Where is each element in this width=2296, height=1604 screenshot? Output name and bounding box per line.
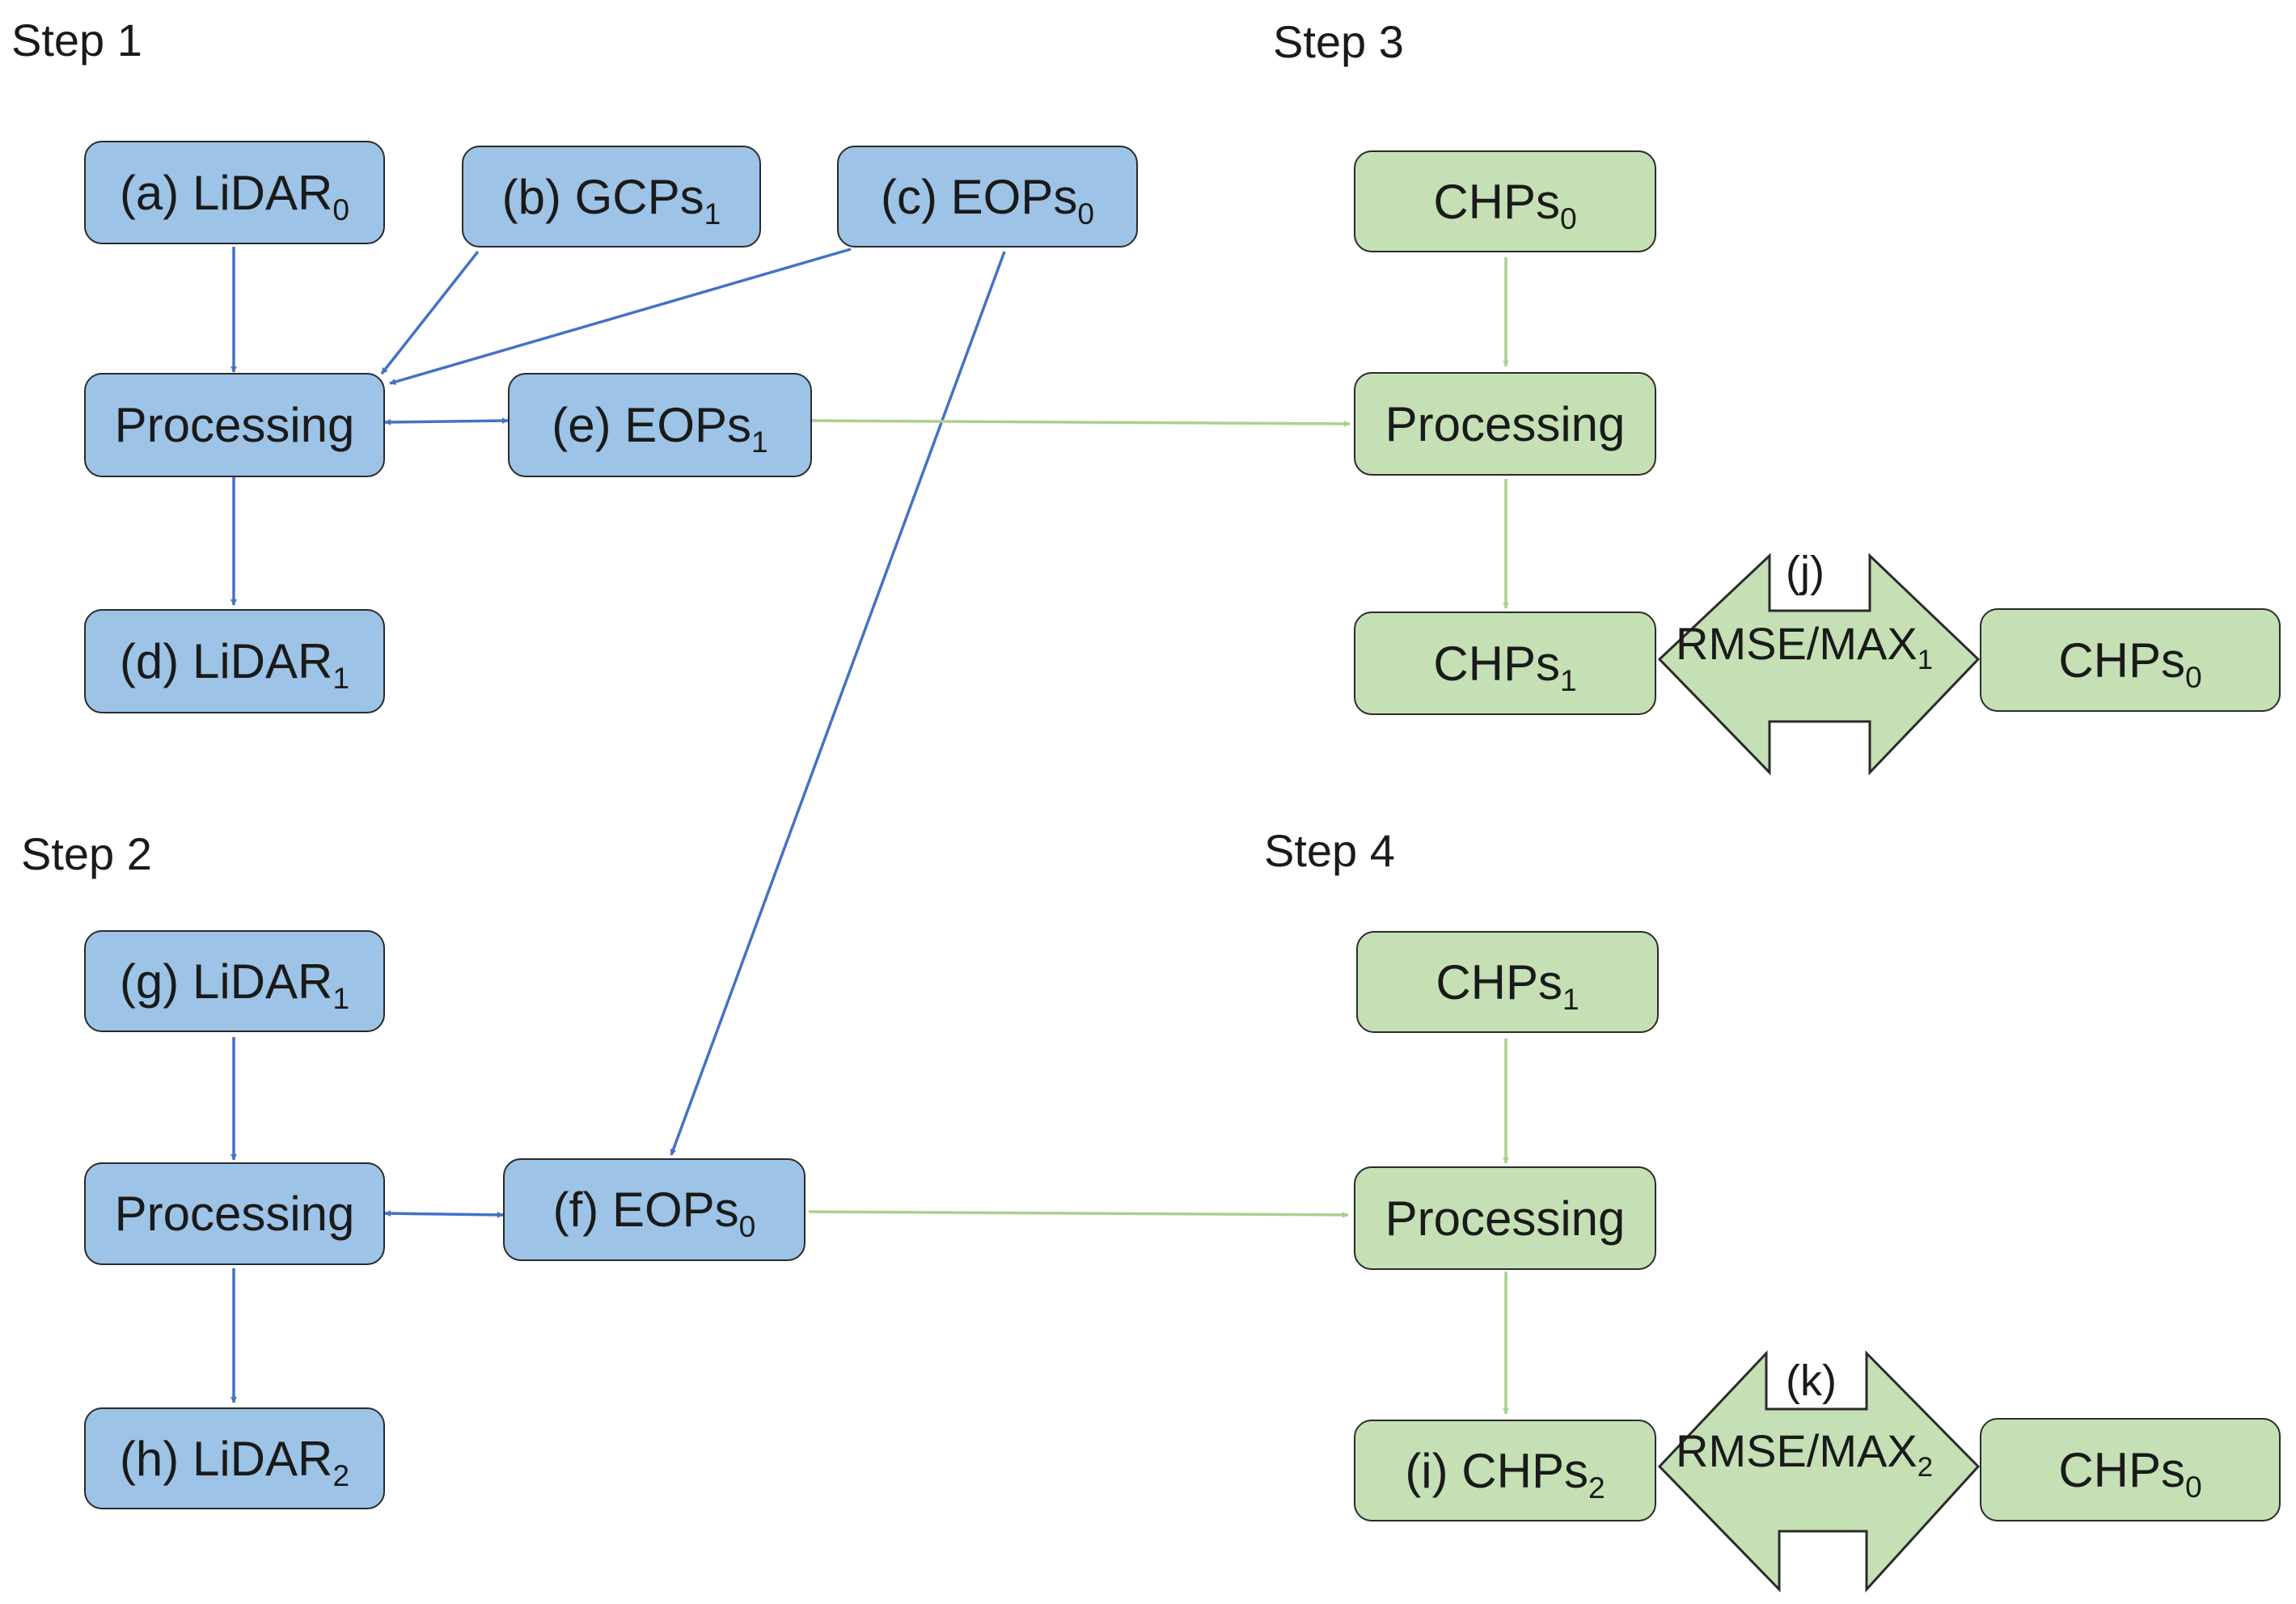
node-h-lidar2: (h) LiDAR2 bbox=[84, 1407, 385, 1509]
step4-chps1-top: CHPs1 bbox=[1356, 931, 1659, 1033]
step3-chps0-top-text: CHPs0 bbox=[1433, 174, 1577, 235]
step4-chps1-top-text: CHPs1 bbox=[1436, 954, 1579, 1016]
step3-chps0-top: CHPs0 bbox=[1354, 150, 1656, 252]
comparison-tag-k: (k) bbox=[1786, 1356, 1837, 1405]
node-h-text: (h) LiDAR2 bbox=[119, 1431, 350, 1492]
comparison-tag-j: (j) bbox=[1786, 548, 1825, 596]
node-d-text: (d) LiDAR1 bbox=[119, 634, 350, 696]
node-e-eops1: (e) EOPs1 bbox=[508, 373, 812, 477]
step-3-label: Step 3 bbox=[1273, 16, 1404, 67]
node-b-text: (b) GCPs1 bbox=[501, 169, 721, 231]
processing-step2-label: Processing bbox=[114, 1187, 355, 1241]
node-c-eops0: (c) EOPs0 bbox=[837, 146, 1138, 248]
comparison-label-k: RMSE/MAX2 bbox=[1676, 1425, 1934, 1483]
processing-step4-label: Processing bbox=[1385, 1191, 1626, 1246]
node-a-text: (a) LiDAR0 bbox=[119, 165, 350, 226]
comparison-shape-k bbox=[1657, 1350, 1981, 1593]
node-f-eops0: (f) EOPs0 bbox=[503, 1158, 806, 1261]
comparison-shape-j bbox=[1657, 552, 1981, 776]
node-i-text: (i) CHPs2 bbox=[1405, 1443, 1605, 1505]
arrow-eops0-to-processing-step4 bbox=[808, 1210, 1349, 1218]
node-a-lidar0: (a) LiDAR0 bbox=[84, 141, 385, 244]
step3-chps0-right-text: CHPs0 bbox=[2058, 633, 2202, 694]
node-b-gcps1: (b) GCPs1 bbox=[462, 146, 761, 248]
comparison-label-j: RMSE/MAX1 bbox=[1676, 618, 1934, 676]
node-c-text: (c) EOPs0 bbox=[880, 169, 1095, 231]
node-g-lidar1: (g) LiDAR1 bbox=[84, 930, 385, 1032]
node-f-text: (f) EOPs0 bbox=[552, 1183, 756, 1244]
arrow-processing-eops1 bbox=[384, 417, 509, 425]
processing-step1: Processing bbox=[84, 373, 385, 477]
step-1-label: Step 1 bbox=[11, 15, 142, 66]
step3-chps1-text: CHPs1 bbox=[1433, 636, 1577, 697]
node-d-lidar1: (d) LiDAR1 bbox=[84, 609, 385, 713]
node-g-text: (g) LiDAR1 bbox=[119, 954, 350, 1015]
processing-step4: Processing bbox=[1354, 1166, 1656, 1270]
step4-chps0-right-text: CHPs0 bbox=[2058, 1442, 2202, 1504]
step4-chps0-right: CHPs0 bbox=[1980, 1418, 2281, 1521]
node-i-chps2: (i) CHPs2 bbox=[1354, 1420, 1656, 1521]
arrow-gcps1-to-processing bbox=[380, 250, 480, 375]
arrow-processing-eops0 bbox=[384, 1210, 504, 1218]
step3-chps0-right: CHPs0 bbox=[1980, 608, 2281, 712]
step3-chps1: CHPs1 bbox=[1354, 612, 1656, 715]
step-2-label: Step 2 bbox=[21, 828, 152, 879]
arrow-eops0-to-processing bbox=[389, 248, 852, 385]
processing-step3: Processing bbox=[1354, 372, 1656, 476]
step-4-label: Step 4 bbox=[1264, 825, 1395, 876]
processing-step2: Processing bbox=[84, 1162, 385, 1265]
processing-step1-label: Processing bbox=[114, 398, 355, 452]
arrow-eops1-to-processing-step3 bbox=[811, 419, 1351, 427]
processing-step3-label: Processing bbox=[1385, 396, 1626, 451]
node-e-text: (e) EOPs1 bbox=[552, 398, 768, 459]
arrow-eops0-to-eops0-step2 bbox=[670, 251, 1006, 1156]
